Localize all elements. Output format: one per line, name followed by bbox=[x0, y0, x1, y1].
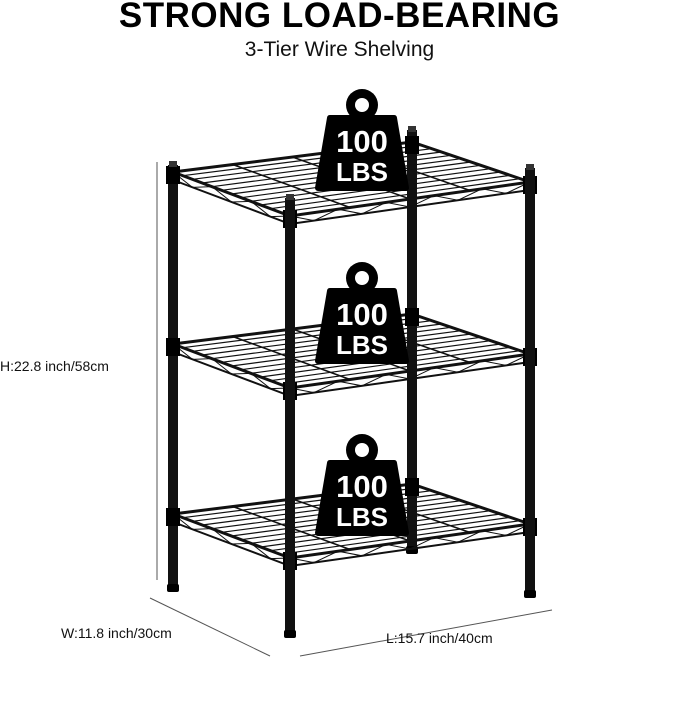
weight-icon bbox=[315, 115, 409, 191]
shelf-zigzag bbox=[289, 181, 531, 222]
weight-icon bbox=[315, 460, 409, 536]
post-foot bbox=[524, 590, 536, 598]
weight-value: 100 bbox=[336, 124, 388, 159]
post-foot bbox=[284, 630, 296, 638]
width-label: W:11.8 inch/30cm bbox=[61, 625, 172, 641]
weight-handle-hole bbox=[355, 98, 369, 112]
headline: STRONG LOAD-BEARING bbox=[118, 0, 561, 35]
post-collar bbox=[166, 338, 180, 356]
post-collar bbox=[166, 508, 180, 526]
post-collar bbox=[405, 136, 419, 154]
length-dimension-line bbox=[299, 609, 553, 657]
post-collar bbox=[166, 166, 180, 184]
shelf-post bbox=[407, 130, 417, 552]
shelf-support-wire bbox=[232, 163, 351, 209]
post-cap bbox=[169, 161, 177, 167]
shelf-post bbox=[285, 198, 295, 636]
post-collar bbox=[405, 478, 419, 496]
height-label: H:22.8 inch/58cm bbox=[0, 358, 109, 374]
weight-handle-hole bbox=[355, 443, 369, 457]
subheadline: 3-Tier Wire Shelving bbox=[244, 38, 435, 61]
length-label: L:15.7 inch/40cm bbox=[386, 630, 493, 646]
shelf-zigzag bbox=[289, 523, 531, 564]
post-foot bbox=[167, 584, 179, 592]
shelf-zigzag bbox=[172, 171, 291, 218]
weight-icon bbox=[315, 288, 409, 364]
weight-unit: LBS bbox=[336, 157, 388, 187]
width-dimension-line bbox=[149, 597, 271, 657]
weight-value: 100 bbox=[336, 469, 388, 504]
shelf-post bbox=[168, 165, 178, 590]
post-cap bbox=[286, 194, 294, 200]
weight-unit: LBS bbox=[336, 330, 388, 360]
post-collar bbox=[405, 308, 419, 326]
weight-unit: LBS bbox=[336, 502, 388, 532]
shelf-zigzag bbox=[172, 343, 291, 390]
post-cap bbox=[526, 164, 534, 170]
shelf-zigzag bbox=[172, 513, 291, 560]
weight-handle-hole bbox=[355, 271, 369, 285]
shelf-post bbox=[525, 168, 535, 596]
shelf-zigzag bbox=[289, 353, 531, 394]
post-cap bbox=[408, 126, 416, 132]
weight-value: 100 bbox=[336, 297, 388, 332]
